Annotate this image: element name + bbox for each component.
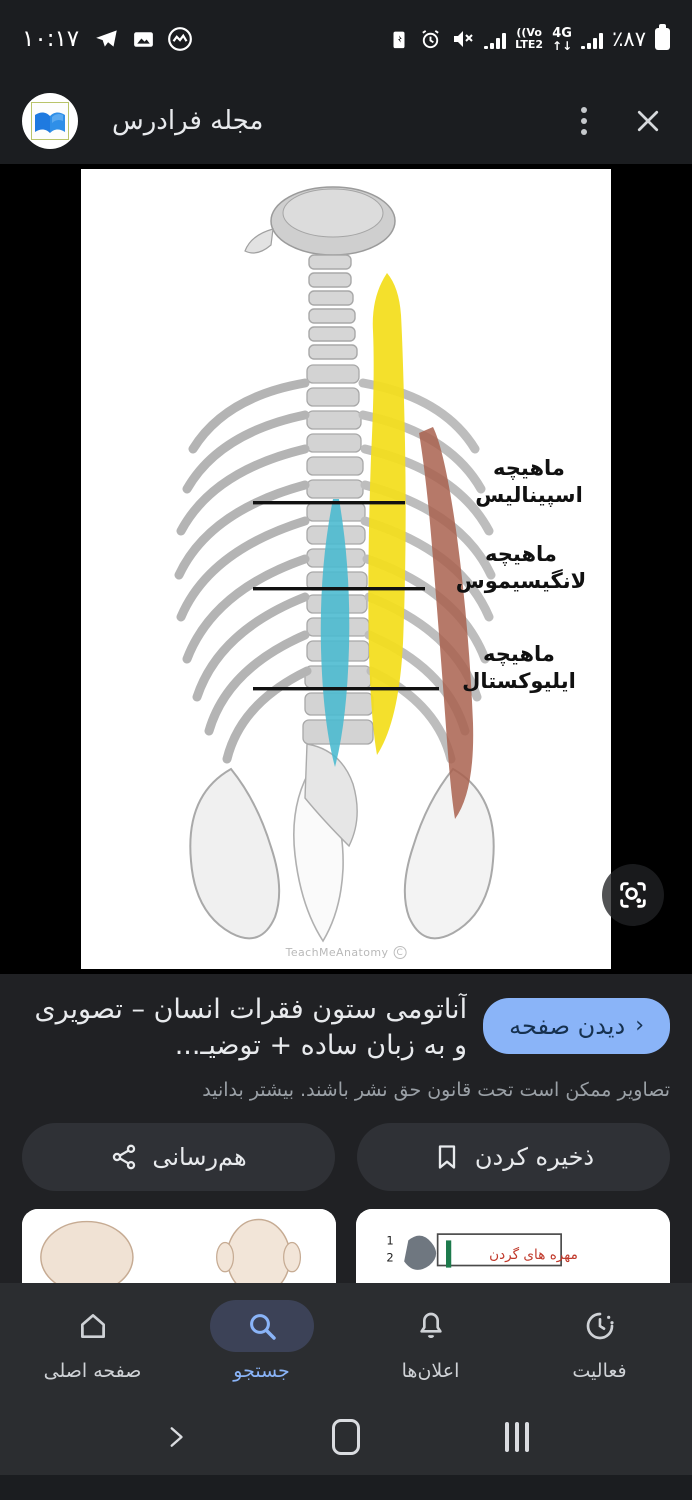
google-lens-button[interactable] <box>602 864 664 926</box>
svg-text:1: 1 <box>386 1233 393 1247</box>
source-name-label: مجله فرادرس <box>112 106 264 136</box>
save-button[interactable]: ذخیره کردن <box>357 1122 670 1191</box>
related-thumbnail-2[interactable] <box>22 1208 336 1283</box>
watermark-text: TeachMeAnatomy <box>285 946 389 959</box>
result-title[interactable]: آناتومی ستون فقرات انسان – تصویری و به ز… <box>34 994 468 1062</box>
nav-item-notifications[interactable]: اعلان‌ها <box>346 1300 515 1382</box>
lens-icon <box>620 882 646 908</box>
alarm-icon <box>419 28 442 51</box>
svg-text:2: 2 <box>386 1250 393 1264</box>
nav-item-home[interactable]: صفحه اصلی <box>8 1300 177 1382</box>
chevron-left-icon: ‹ <box>635 1013 644 1038</box>
svg-text:مهره های گردن: مهره های گردن <box>489 1246 578 1263</box>
signal-bars-2-icon <box>484 29 507 49</box>
nav-label-search: جستجو <box>233 1359 290 1382</box>
nav-label-home: صفحه اصلی <box>43 1359 142 1382</box>
coinmarketcap-icon <box>167 26 193 52</box>
chevron-right-icon <box>170 1427 184 1447</box>
system-back-button[interactable] <box>140 1412 210 1462</box>
source-avatar[interactable] <box>22 93 78 149</box>
anatomy-illustration <box>81 169 611 969</box>
overflow-menu-icon[interactable] <box>562 99 606 143</box>
bell-icon <box>379 1300 483 1352</box>
system-recents-button[interactable] <box>482 1412 552 1462</box>
copyright-mark-icon: C <box>393 946 407 959</box>
result-info-panel: ‹ دیدن صفحه آناتومی ستون فقرات انسان – ت… <box>0 974 692 1101</box>
close-icon[interactable] <box>626 99 670 143</box>
battery-saver-icon <box>388 28 410 50</box>
home-icon <box>41 1300 145 1352</box>
battery-percent-label: ٪۸۷ <box>612 27 646 51</box>
bottom-navigation: فعالیت اعلان‌ها جستجو صفحه اصلی <box>0 1282 692 1399</box>
signal-bars-icon <box>581 29 604 49</box>
battery-icon <box>655 24 670 50</box>
status-bar: ٪۸۷ 4G ↓↑ Vo)) LTE2 <box>0 0 692 78</box>
nav-item-activity[interactable]: فعالیت <box>515 1300 684 1382</box>
view-page-label: دیدن صفحه <box>509 1012 626 1040</box>
related-thumb-1-art: مهره های گردن 1 2 <box>356 1208 670 1283</box>
system-home-button[interactable] <box>311 1412 381 1462</box>
telegram-icon <box>94 26 120 52</box>
viewer-header: مجله فرادرس <box>0 78 692 164</box>
image-label-spinalis: ماهیچه اسپینالیس <box>475 456 583 507</box>
image-stage[interactable]: ماهیچه اسپینالیس ماهیچه لانگیسیموس ماهیچ… <box>0 164 692 974</box>
volte-icon: Vo)) LTE2 <box>515 26 544 51</box>
related-thumbnail-1[interactable]: مهره های گردن 1 2 <box>356 1208 670 1283</box>
bookmark-icon <box>438 1145 456 1169</box>
action-chips: ذخیره کردن هم‌رسانی <box>0 1100 692 1209</box>
share-label: هم‌رسانی <box>152 1142 247 1171</box>
nav-label-activity: فعالیت <box>572 1359 627 1382</box>
share-button[interactable]: هم‌رسانی <box>22 1122 335 1191</box>
gallery-icon <box>131 27 156 52</box>
mute-icon <box>451 27 475 51</box>
result-image[interactable]: ماهیچه اسپینالیس ماهیچه لانگیسیموس ماهیچ… <box>81 169 611 969</box>
image-watermark: C TeachMeAnatomy <box>286 946 407 959</box>
related-thumb-2-art <box>22 1208 336 1283</box>
related-images-strip[interactable]: مهره های گردن 1 2 <box>0 1208 692 1283</box>
status-bar-clock: ۱۰:۱۷ <box>22 26 80 52</box>
nav-label-notifications: اعلان‌ها <box>401 1359 460 1382</box>
system-navigation-bar <box>0 1398 692 1475</box>
view-page-button[interactable]: ‹ دیدن صفحه <box>483 998 670 1054</box>
share-icon <box>113 1144 136 1170</box>
activity-icon <box>548 1300 652 1352</box>
image-label-longissimus: ماهیچه لانگیسیموس <box>455 542 587 593</box>
copyright-note[interactable]: تصاویر ممکن است تحت قانون حق نشر باشند. … <box>202 1078 670 1101</box>
4g-lte-icon: 4G ↓↑ <box>552 25 573 53</box>
book-logo-icon <box>31 102 69 140</box>
search-icon <box>209 1299 314 1352</box>
image-label-iliocostalis: ماهیچه ایلیوکستال <box>462 642 576 693</box>
save-label: ذخیره کردن <box>474 1142 595 1171</box>
home-pill-icon <box>332 1418 361 1455</box>
recents-icon <box>504 1421 529 1452</box>
nav-item-search[interactable]: جستجو <box>177 1299 346 1382</box>
